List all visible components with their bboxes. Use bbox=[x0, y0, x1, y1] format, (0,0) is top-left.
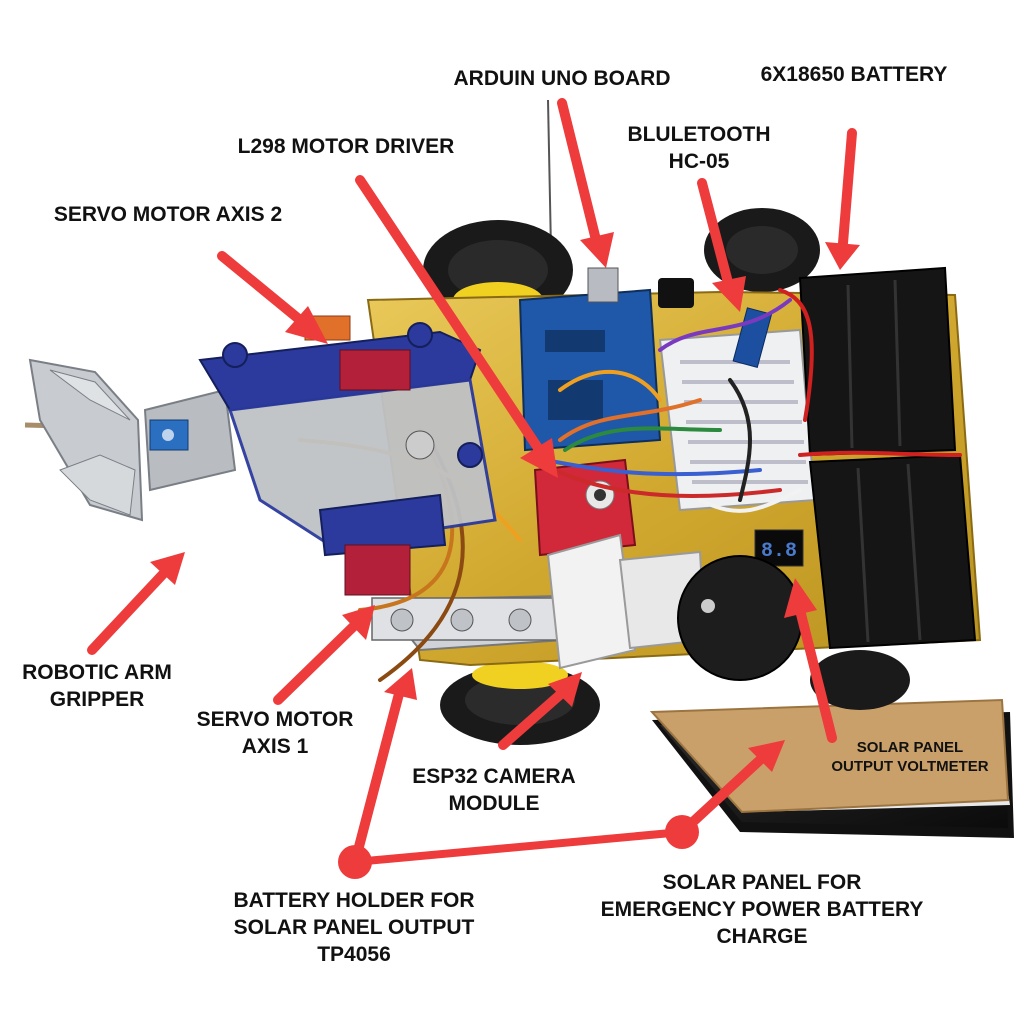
arrow-servo-axis-2 bbox=[217, 251, 328, 344]
connector-dot-right bbox=[665, 815, 699, 849]
arrow-battery-holder bbox=[350, 668, 417, 867]
arrow-servo-axis-1 bbox=[273, 605, 375, 705]
connector-dot-left bbox=[338, 845, 372, 879]
breadboard-drawing bbox=[658, 328, 817, 512]
arrow-solar-voltmeter bbox=[784, 578, 837, 743]
wiring-drawing bbox=[298, 288, 962, 682]
connector-line bbox=[351, 828, 686, 866]
l298-driver-drawing bbox=[533, 458, 637, 557]
arrow-robotic-arm bbox=[87, 552, 185, 655]
arrow-solar-panel bbox=[677, 740, 785, 837]
label-esp32-camera: ESP32 CAMERA MODULE bbox=[412, 765, 576, 815]
callout-arrows bbox=[87, 98, 860, 879]
arrow-arduino-uno bbox=[557, 98, 614, 268]
arrow-battery-pack bbox=[825, 128, 860, 270]
wheel-rear-right bbox=[810, 650, 910, 710]
label-bluetooth: BLULETOOTH HC-05 bbox=[627, 123, 771, 173]
label-servo-axis-1: SERVO MOTOR AXIS 1 bbox=[196, 708, 354, 758]
label-solar-voltmeter: SOLAR PANEL OUTPUT VOLTMETER bbox=[831, 739, 989, 776]
label-battery-pack: 6X18650 BATTERY bbox=[760, 63, 948, 86]
label-battery-holder: BATTERY HOLDER FOR SOLAR PANEL OUTPUT TP… bbox=[233, 889, 475, 966]
label-solar-panel: SOLAR PANEL FOR EMERGENCY POWER BATTERY … bbox=[600, 871, 924, 948]
label-servo-axis-2: SERVO MOTOR AXIS 2 bbox=[53, 203, 283, 226]
esp32-camera-drawing bbox=[546, 533, 803, 681]
label-arduino-uno: ARDUIN UNO BOARD bbox=[453, 67, 671, 90]
battery-pack-drawing bbox=[798, 266, 977, 650]
robotic-arm-drawing bbox=[24, 315, 497, 596]
arrow-l298-driver bbox=[355, 175, 558, 478]
arrow-esp32-camera bbox=[498, 672, 582, 750]
arduino-uno-drawing bbox=[518, 267, 662, 452]
voltmeter-readout: 8.8 bbox=[761, 540, 797, 563]
bluetooth-drawing bbox=[732, 307, 773, 369]
power-switch-drawing bbox=[658, 278, 694, 308]
arrow-bluetooth bbox=[697, 178, 746, 312]
label-l298-driver: L298 MOTOR DRIVER bbox=[237, 135, 455, 158]
label-robotic-arm: ROBOTIC ARM GRIPPER bbox=[22, 661, 172, 711]
